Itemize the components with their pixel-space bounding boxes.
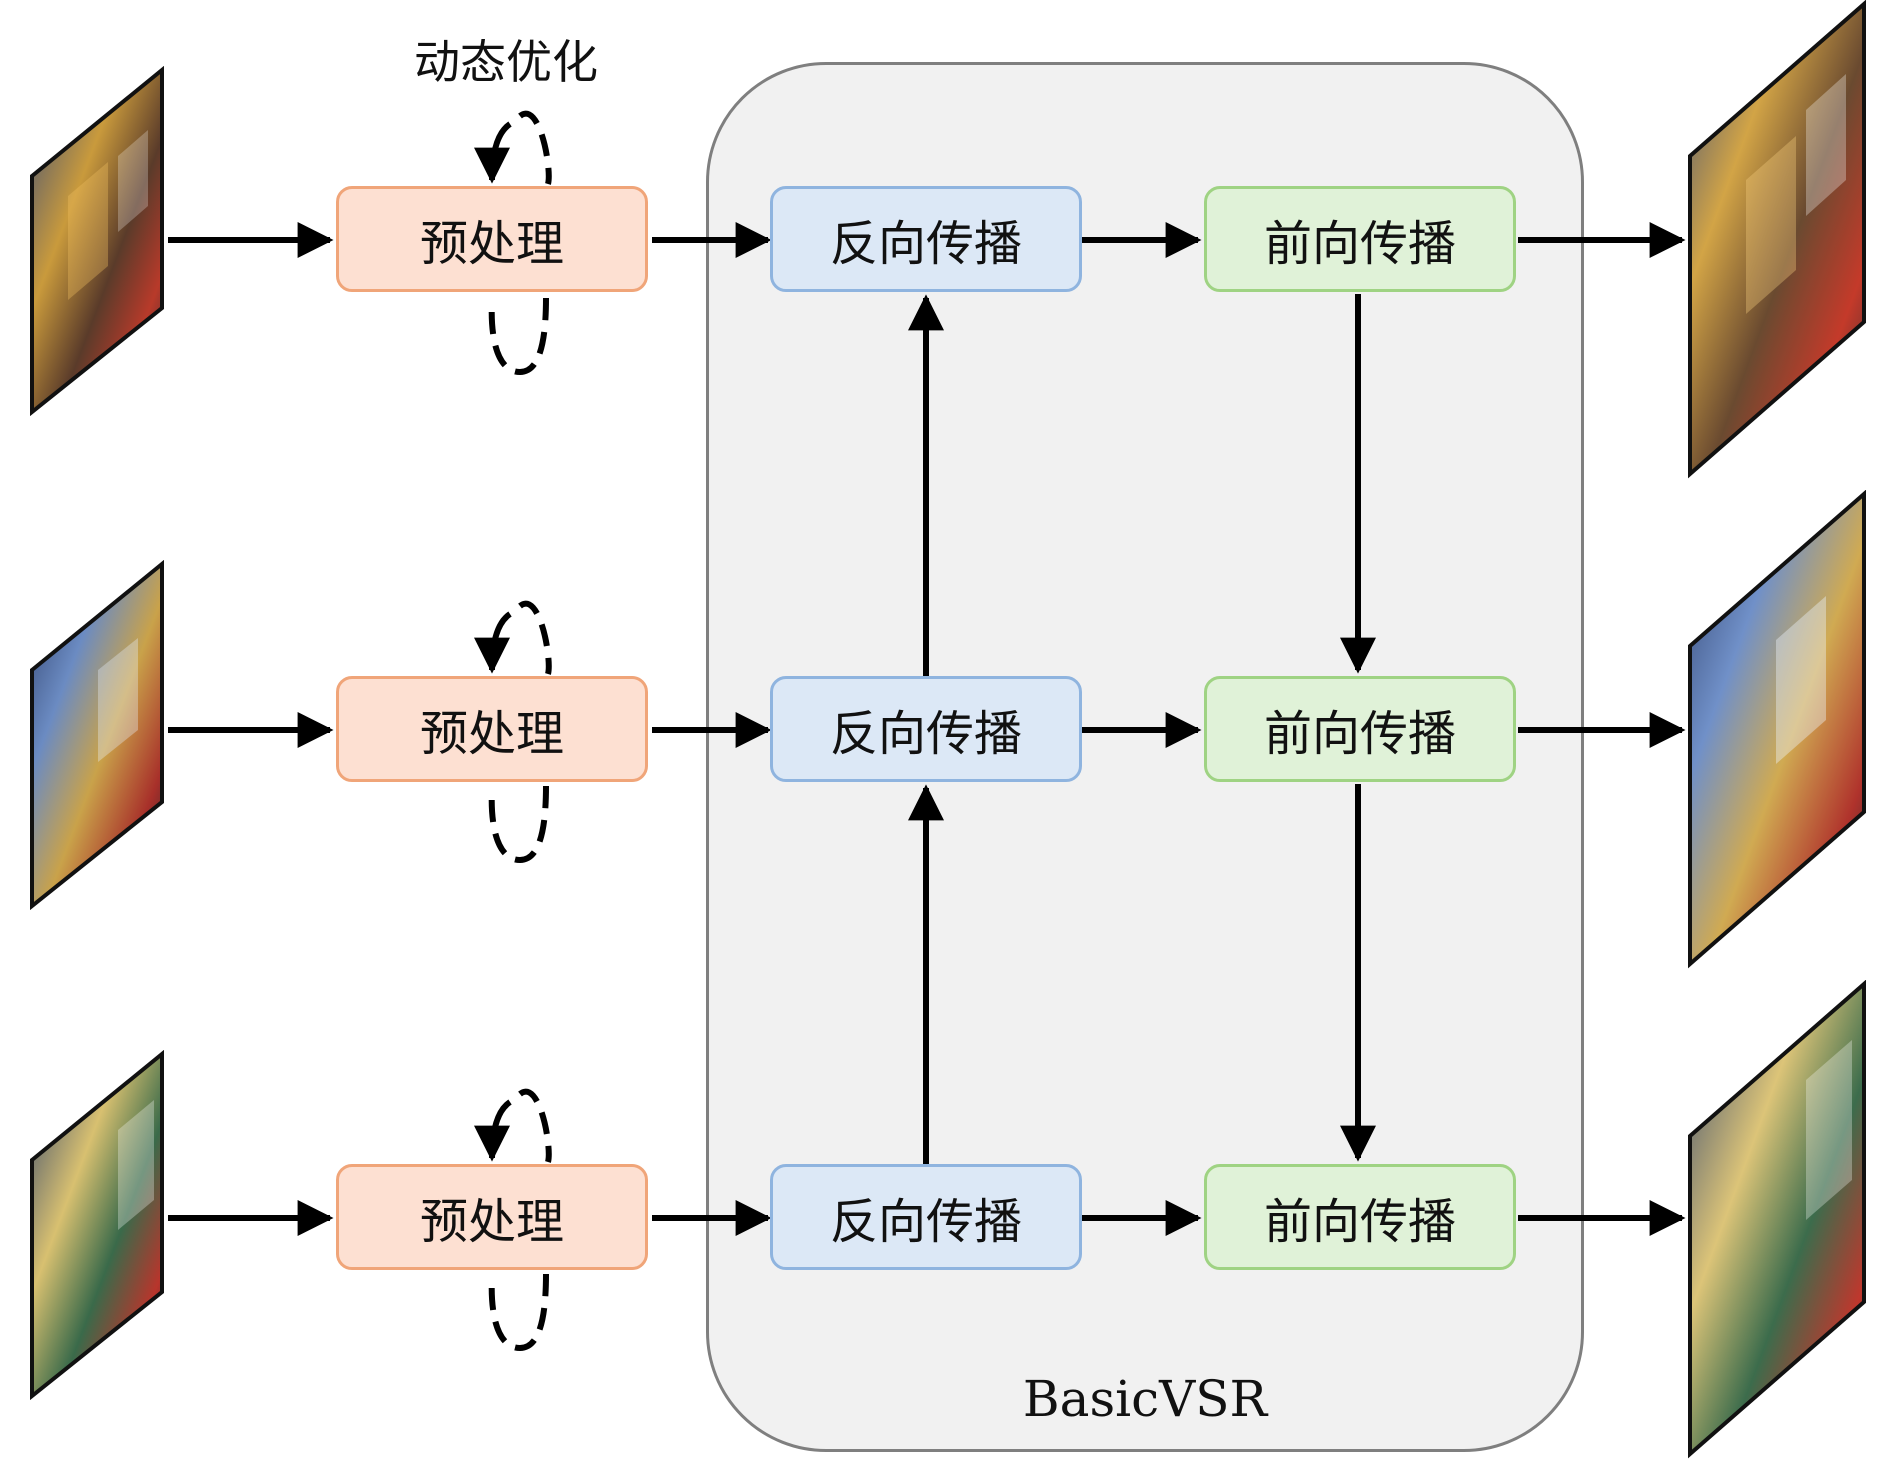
preprocess-node-3: 预处理 <box>336 1164 648 1270</box>
backward-propagation-node-2: 反向传播 <box>770 676 1082 782</box>
loop-pre2-arrowhead <box>474 611 512 674</box>
backward-propagation-node-1: 反向传播 <box>770 186 1082 292</box>
preprocess-node-2: 预处理 <box>336 676 648 782</box>
preprocess-node-1: 预处理 <box>336 186 648 292</box>
forward-propagation-node-2: 前向传播 <box>1204 676 1516 782</box>
dynamic-optimization-label: 动态优化 <box>414 35 598 89</box>
forward-propagation-node-3: 前向传播 <box>1204 1164 1516 1270</box>
backward-propagation-node-3: 反向传播 <box>770 1164 1082 1270</box>
input-frame-1 <box>30 66 164 416</box>
loop-pre1-arrowhead <box>474 121 512 184</box>
output-frame-3 <box>1688 980 1866 1459</box>
loop-pre1 <box>488 110 552 376</box>
output-frame-2 <box>1688 490 1866 969</box>
basicvsr-label: BasicVSR <box>1022 1370 1268 1428</box>
output-frame-1 <box>1688 0 1866 479</box>
loop-pre2 <box>488 600 552 864</box>
loop-pre3 <box>488 1088 552 1352</box>
loop-pre3-arrowhead <box>474 1099 512 1162</box>
input-frame-3 <box>30 1050 164 1400</box>
input-frame-2 <box>30 560 164 910</box>
forward-propagation-node-1: 前向传播 <box>1204 186 1516 292</box>
